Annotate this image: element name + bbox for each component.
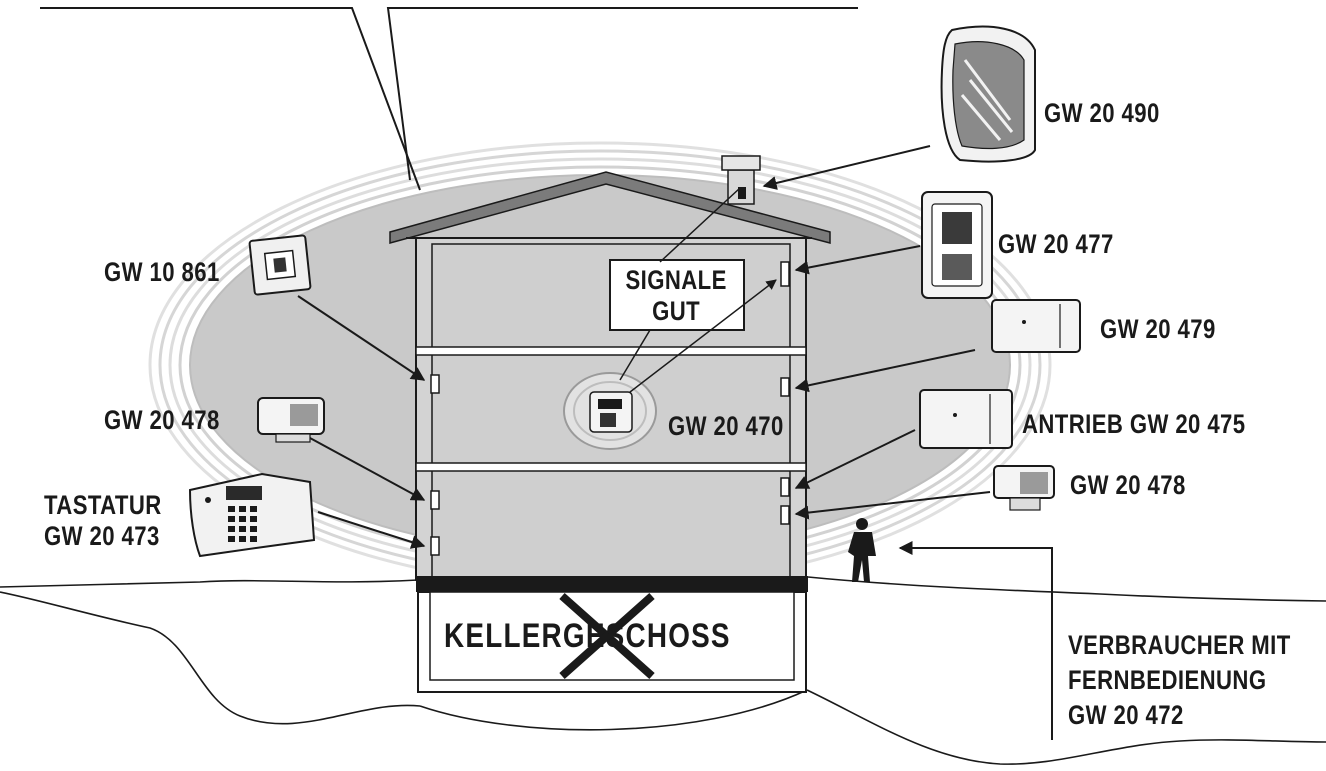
label-antrieb: ANTRIEB GW 20 475 <box>1022 409 1246 439</box>
label-tastatur-line2: GW 20 473 <box>44 521 160 551</box>
door-contact-sensor-icon <box>991 299 1081 353</box>
label-signale: SIGNALE GUT <box>622 265 730 327</box>
label-signale-line2: GUT <box>652 296 701 326</box>
motion-detector-icon <box>921 191 993 299</box>
label-verbraucher-line3: GW 20 472 <box>1068 700 1184 730</box>
label-verbraucher-line1: VERBRAUCHER MIT <box>1068 630 1291 660</box>
outdoor-siren-icon <box>940 25 1036 163</box>
no-signal-cross-icon <box>559 593 655 679</box>
keypad-icon <box>188 472 316 558</box>
label-verbraucher-line2: FERNBEDIENUNG <box>1068 665 1267 695</box>
chimney-icon <box>721 155 761 205</box>
antenna-lines-icon <box>40 7 858 191</box>
wall-module-icon <box>248 234 312 296</box>
label-gw20479: GW 20 479 <box>1100 314 1216 344</box>
label-gw20478-right: GW 20 478 <box>1070 470 1186 500</box>
label-gw20477: GW 20 477 <box>998 229 1114 259</box>
label-verbraucher: VERBRAUCHER MIT FERNBEDIENUNG GW 20 472 <box>1068 628 1291 733</box>
ground-lines <box>0 576 1326 765</box>
label-tastatur: TASTATUR GW 20 473 <box>44 490 162 552</box>
control-panel-icon <box>563 372 657 450</box>
label-gw20470: GW 20 470 <box>668 411 784 441</box>
sensor-module-left-icon <box>257 397 325 443</box>
label-signale-line1: SIGNALE <box>625 265 727 295</box>
person-with-remote-icon <box>848 518 876 582</box>
drive-actuator-icon <box>919 389 1013 449</box>
label-gw10861: GW 10 861 <box>104 257 220 287</box>
label-tastatur-line1: TASTATUR <box>44 490 162 520</box>
sensor-module-right-icon <box>993 465 1055 511</box>
label-gw20478-left: GW 20 478 <box>104 405 220 435</box>
label-gw20490: GW 20 490 <box>1044 98 1160 128</box>
signal-arrows <box>297 145 1053 740</box>
signal-box <box>609 259 745 331</box>
label-kellergeschoss: KELLERGESCHOSS <box>444 617 731 655</box>
wall-sensors <box>430 261 790 556</box>
